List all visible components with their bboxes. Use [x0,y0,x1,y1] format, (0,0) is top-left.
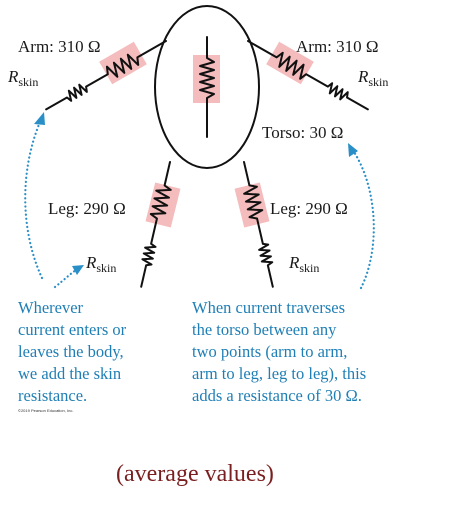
torso-resistor [199,36,215,138]
rskin-label-right-arm: Rskin [357,67,388,89]
leg-right-label: Leg: 290 Ω [270,199,348,218]
annotation-arrows [24,112,375,290]
note-right: When current traverses the torso between… [192,298,370,405]
left-leg-wire [140,161,172,288]
right-arm-branch [247,40,369,111]
left-arm-resistor-highlight [99,41,147,85]
rskin-label-left-leg: Rskin [85,253,116,275]
right-arrow-to-torso [352,150,375,290]
left-arrow-to-arm-head [34,112,45,125]
left-leg-branch [140,161,172,288]
right-leg-branch [243,161,274,288]
left-arrow-to-leg [53,268,78,289]
left-arm-branch [45,40,167,111]
torso-label: Torso: 30 Ω [262,123,343,142]
rskin-label-right-leg: Rskin [288,253,319,275]
rskin-label-left-arm: Rskin [7,67,38,89]
torso-resistor-highlight [193,55,220,103]
right-arrow-to-torso-head [348,143,358,157]
right-arm-wire [247,40,369,111]
leg-left-label: Leg: 290 Ω [48,199,126,218]
torso-outline [154,5,260,169]
arm-left-label: Arm: 310 Ω [18,37,101,56]
left-arrow-to-arm [24,120,44,280]
left-arm-wire [45,40,167,111]
left-arrow-to-leg-head [72,265,84,275]
average-values-caption: (average values) [116,461,274,487]
note-left: Wherever current enters or leaves the bo… [18,298,130,405]
arm-right-label: Arm: 310 Ω [296,37,379,56]
copyright-credit: ©2019 Pearson Education, Inc. [18,408,73,413]
right-leg-wire [243,161,274,288]
